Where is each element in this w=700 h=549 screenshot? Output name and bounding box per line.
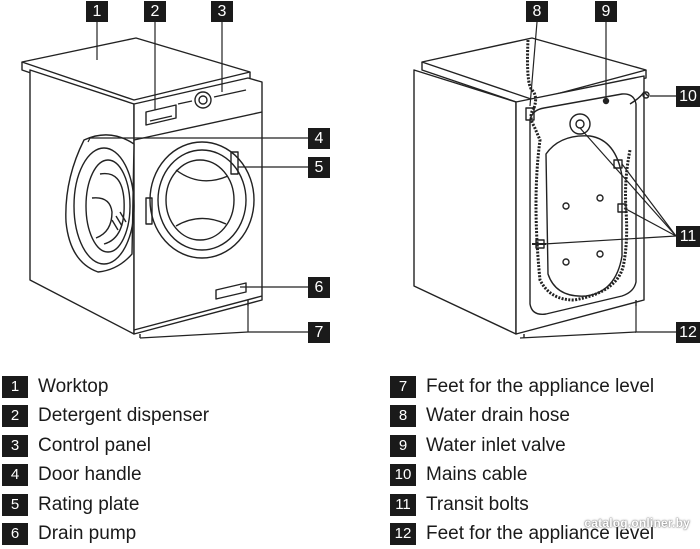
legend-label: Drain pump [38, 523, 137, 544]
legend-number: 1 [2, 376, 28, 398]
legend-label: Detergent dispenser [38, 405, 210, 426]
legend-number: 10 [390, 464, 416, 486]
legend-number: 5 [2, 494, 28, 516]
legend-label: Door handle [38, 464, 142, 485]
legend-item-5: 5 Rating plate [2, 492, 139, 518]
legend-item-10: 10 Mains cable [390, 462, 527, 488]
legend-label: Control panel [38, 435, 152, 456]
callout-11: 11 [676, 226, 700, 247]
legend-item-8: 8 Water drain hose [390, 403, 570, 429]
legend-item-11: 11 Transit bolts [390, 492, 529, 518]
legend-number: 7 [390, 376, 416, 398]
legend-label: Transit bolts [426, 494, 529, 515]
legend-item-9: 9 Water inlet valve [390, 433, 566, 459]
callout-5: 5 [308, 157, 330, 178]
legend-label: Feet for the appliance level [426, 523, 655, 544]
legend-label: Water drain hose [426, 405, 570, 426]
legend-number: 12 [390, 523, 416, 545]
legend-label: Mains cable [426, 464, 528, 485]
legend-number: 6 [2, 523, 28, 545]
callout-9: 9 [595, 1, 617, 22]
legend-item-4: 4 Door handle [2, 462, 142, 488]
legend-number: 11 [390, 494, 416, 516]
washing-machine-illustration [21, 21, 677, 339]
legend-item-1: 1 Worktop [2, 374, 108, 400]
leader-lines [87, 21, 677, 339]
legend-number: 3 [2, 435, 28, 457]
legend-number: 2 [2, 405, 28, 427]
callout-3: 3 [211, 1, 233, 22]
front-view-machine [21, 37, 263, 338]
legend-label: Water inlet valve [426, 435, 566, 456]
callout-4: 4 [308, 128, 330, 149]
legend-item-3: 3 Control panel [2, 433, 151, 459]
legend-label: Feet for the appliance level [426, 376, 655, 397]
legend-number: 4 [2, 464, 28, 486]
legend-label: Worktop [38, 376, 109, 397]
legend-number: 8 [390, 405, 416, 427]
parts-legend: 1 Worktop 2 Detergent dispenser 3 Contro… [0, 370, 700, 549]
watermark: catalog.onliner.by [584, 516, 690, 530]
legend-number: 9 [390, 435, 416, 457]
callout-10: 10 [676, 86, 700, 107]
callout-1: 1 [86, 1, 108, 22]
legend-item-7: 7 Feet for the appliance level [390, 374, 654, 400]
callout-8: 8 [526, 1, 548, 22]
legend-item-12: 12 Feet for the appliance level [390, 521, 654, 547]
callout-7: 7 [308, 322, 330, 343]
callout-12: 12 [676, 322, 700, 343]
callout-2: 2 [144, 1, 166, 22]
legend-item-6: 6 Drain pump [2, 521, 136, 547]
back-view-machine [413, 37, 650, 338]
callout-6: 6 [308, 277, 330, 298]
legend-item-2: 2 Detergent dispenser [2, 403, 209, 429]
legend-label: Rating plate [38, 494, 140, 515]
